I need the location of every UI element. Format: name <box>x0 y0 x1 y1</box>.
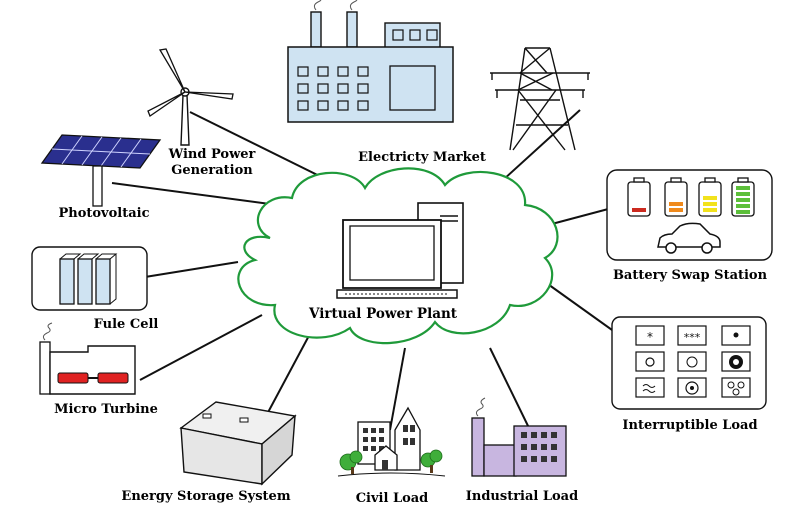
computer-icon <box>336 202 464 299</box>
solar-panel-icon <box>40 134 162 207</box>
civil-label: Civil Load <box>356 491 429 506</box>
micro-turbine-label: Micro Turbine <box>54 402 158 417</box>
transmission-tower-icon <box>490 47 590 151</box>
house-icon <box>337 406 446 477</box>
panel-stars: *** <box>684 331 701 344</box>
industrial-building-icon <box>471 397 567 477</box>
battery-icon <box>627 177 755 217</box>
market-label: Electricty Market <box>358 150 486 165</box>
industrial-label: Industrial Load <box>466 489 578 504</box>
car-icon <box>657 222 721 254</box>
storage-battery-icon <box>179 401 297 486</box>
battery-swap-station-icon <box>606 169 773 261</box>
center-label: Virtual Power Plant <box>308 306 458 322</box>
interruptible-label: Interruptible Load <box>622 418 757 433</box>
storage-label: Energy Storage System <box>121 489 290 504</box>
fuel-cell-icon <box>31 246 148 311</box>
battery-swap-label: Battery Swap Station <box>613 268 768 283</box>
factory-icon <box>287 0 454 123</box>
panel-star: * <box>647 330 653 344</box>
wind-turbine-icon <box>147 48 234 146</box>
wind-label-line1: Wind Power <box>168 147 256 162</box>
fuel-cell-label: Fule Cell <box>94 317 159 332</box>
control-panel-icon: * *** <box>611 316 767 410</box>
micro-turbine-icon <box>39 322 136 395</box>
wind-label-line2: Generation <box>171 163 253 178</box>
pv-label: Photovoltaic <box>58 206 149 221</box>
